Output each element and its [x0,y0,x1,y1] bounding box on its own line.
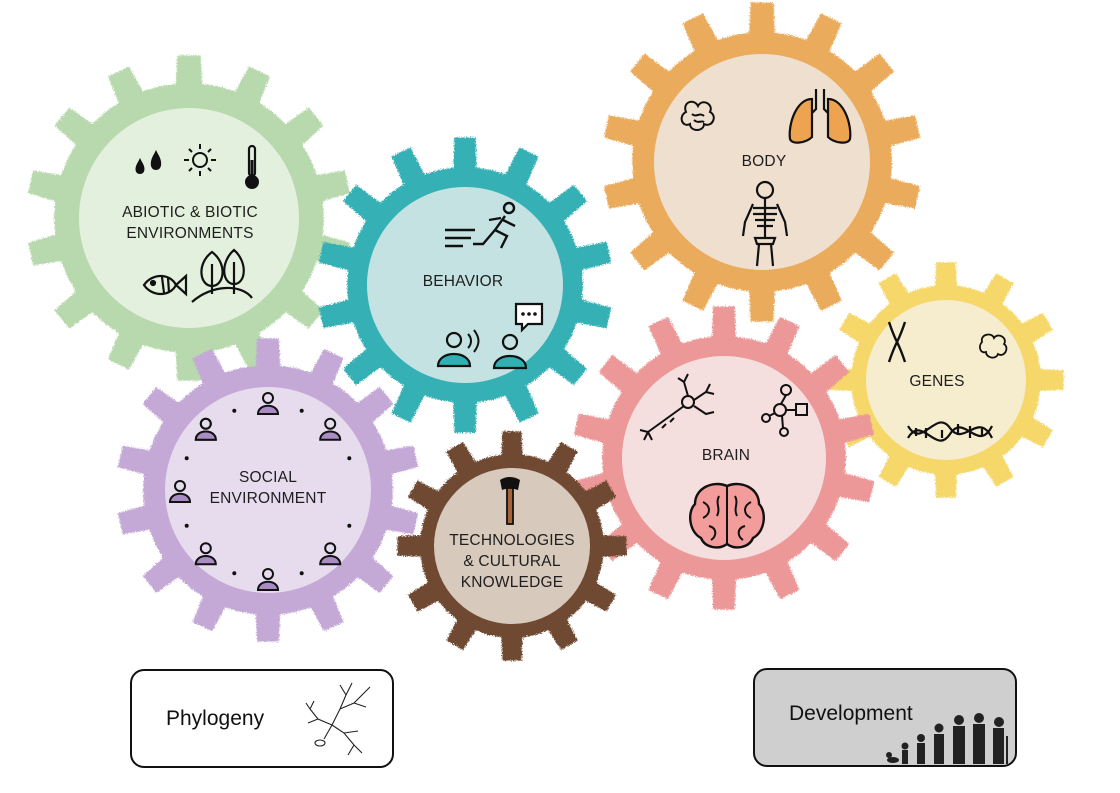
running-person-icon [445,201,516,249]
brain-label: BRAIN [702,447,750,464]
body-label: BODY [742,153,787,170]
gear-genes: GENES [828,262,1064,498]
speaking-person-icon [436,329,480,368]
environment-label-line2: ENVIRONMENTS [126,225,253,242]
trees-icon [191,248,253,303]
development-box: Development [753,668,1017,767]
person-icon [319,542,342,566]
gene-icon [979,333,1008,359]
person-icon [194,542,217,566]
gear-technology: TECHNOLOGIES & CULTURAL KNOWLEDGE [397,431,627,661]
technology-label-line1: TECHNOLOGIES [449,532,575,549]
environment-label-line1: ABIOTIC & BIOTIC [122,204,258,221]
ring-dot [232,571,237,576]
dna-icon [907,421,993,442]
genes-label: GENES [909,373,964,390]
gear-environment: ABIOTIC & BIOTIC ENVIRONMENTS [27,55,351,381]
social-label-line1: SOCIAL [239,469,297,486]
phylogenetic-tree-icon [305,682,371,756]
chatting-person-icon [492,302,544,370]
social-label-line2: ENVIRONMENT [210,490,327,507]
water-drops-icon [135,150,162,174]
gear-body: BODY [603,2,921,322]
network-icon [761,384,808,437]
phylogeny-box: Phylogeny [130,669,394,768]
development-label: Development [789,702,913,725]
sun-icon [184,144,216,176]
ring-dot [184,523,189,528]
human-evolution-icon [886,713,1008,764]
chromosome-icon [887,321,907,363]
ring-dot [347,523,352,528]
person-icon-ring [168,392,352,591]
axe-icon [500,477,520,525]
thermometer-icon [245,144,259,189]
skeleton-icon [741,180,789,267]
behavior-label: BEHAVIOR [423,273,504,290]
ring-dot [299,571,304,576]
neuron-icon [639,373,715,441]
gear-social: SOCIAL ENVIRONMENT [117,338,419,642]
intestine-icon [680,100,715,131]
ring-dot [299,408,304,413]
person-icon [256,392,280,415]
phylogeny-label: Phylogeny [166,707,265,730]
technology-label-line2: & CULTURAL [463,553,560,570]
person-icon [319,417,342,441]
ring-dot [184,456,189,461]
ring-dot [232,408,237,413]
lungs-icon [788,89,852,144]
ring-dot [347,456,352,461]
person-icon [256,568,280,591]
gear-brain: BRAIN [573,306,875,610]
person-icon [194,417,217,441]
brain-icon [689,482,765,549]
technology-label-line3: KNOWLEDGE [461,574,564,591]
person-icon [168,480,192,503]
fish-icon [142,273,188,297]
gear-behavior: BEHAVIOR [318,137,612,433]
